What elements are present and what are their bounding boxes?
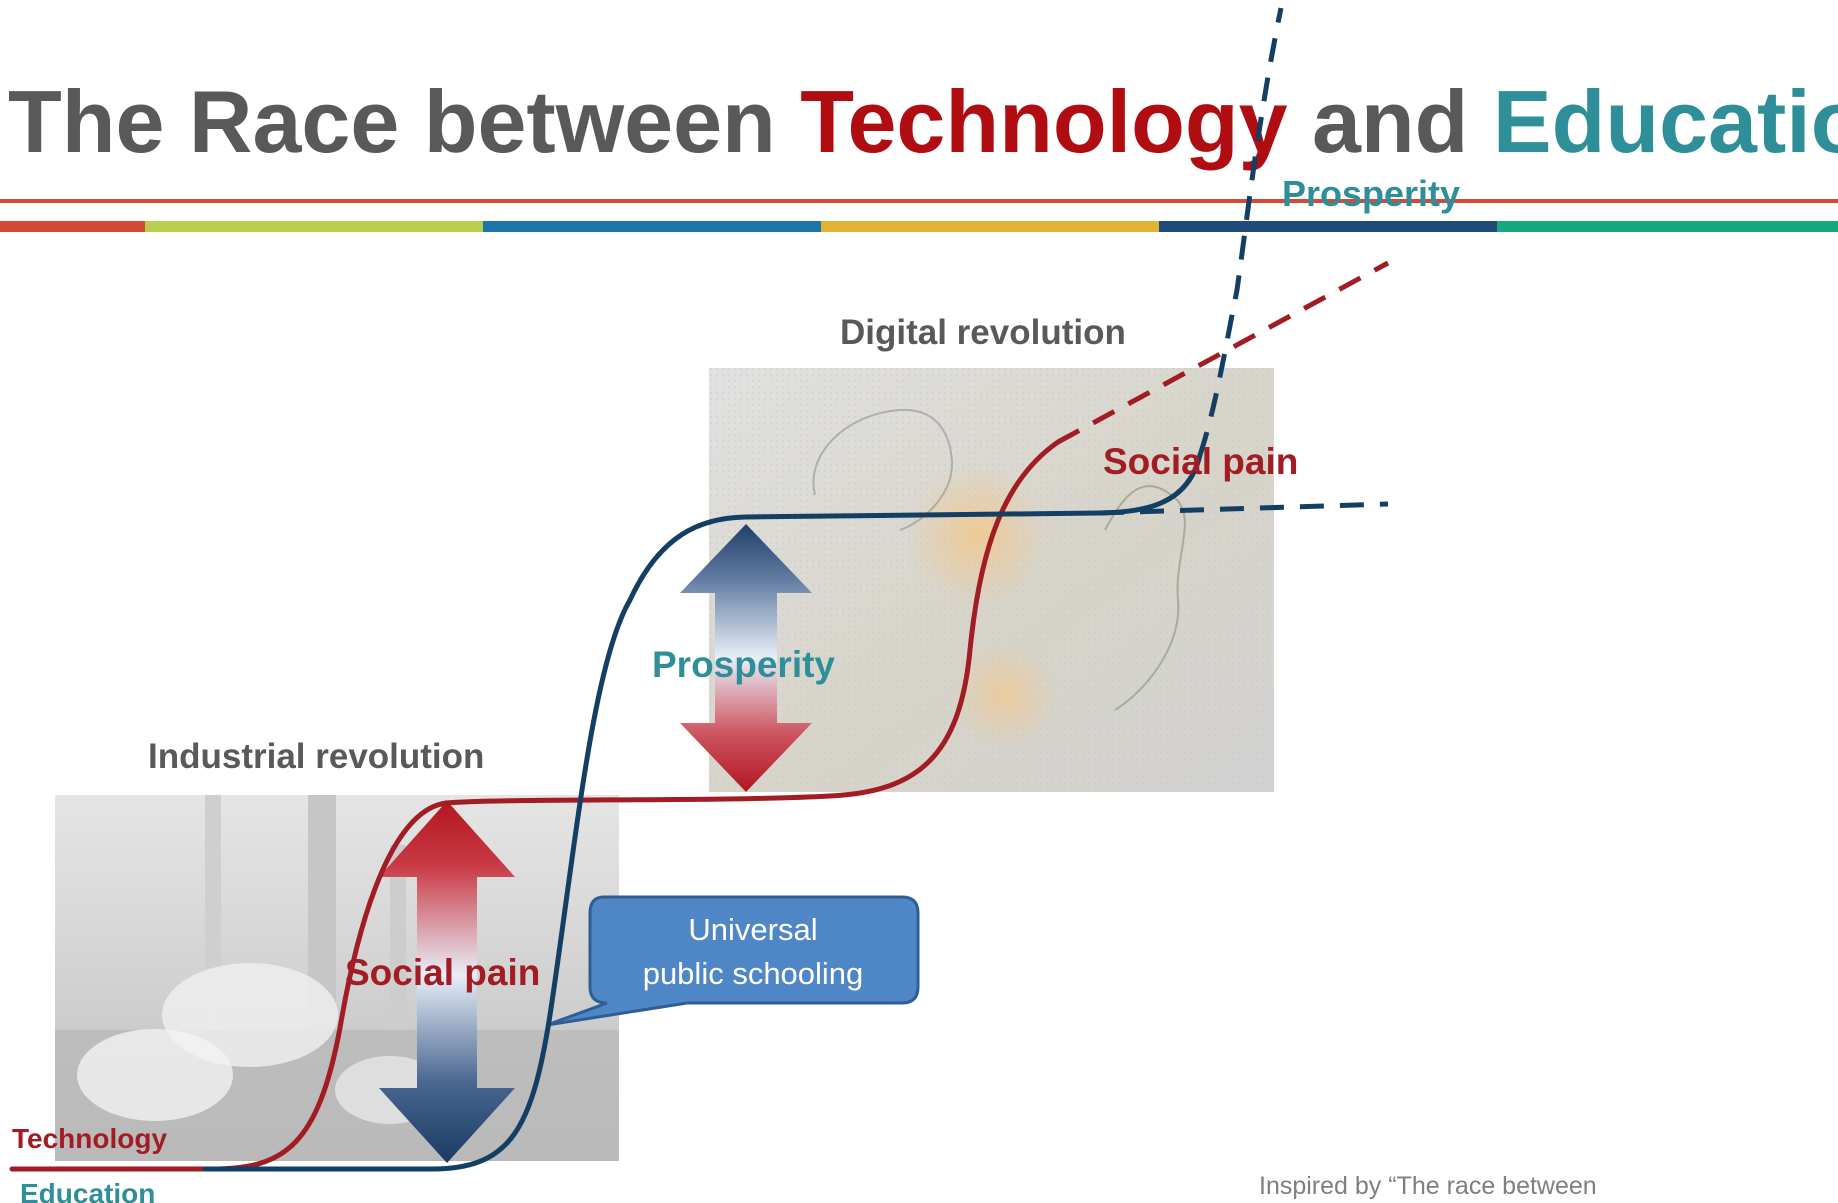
social-pain-double-arrow <box>379 801 515 1163</box>
industrial-revolution-label: Industrial revolution <box>148 737 484 776</box>
stripe-segment-lime <box>145 221 483 232</box>
social-pain-upper-label: Social pain <box>1103 441 1298 482</box>
stripe-segment-green <box>1497 221 1838 232</box>
technology-curve <box>9 439 1061 1172</box>
callout-universal-schooling: Universal public schooling <box>546 895 920 1027</box>
footer-credit: Inspired by “The race between <box>1259 1172 1597 1200</box>
prosperity-top-label: Prosperity <box>1282 173 1460 214</box>
title-part-2: and <box>1288 72 1493 171</box>
education-curve-plateau-projection <box>1099 501 1389 516</box>
head-outline-left <box>812 408 954 531</box>
digital-photo <box>709 368 1274 792</box>
education-curve-growth-projection <box>1197 7 1284 456</box>
digital-revolution-label: Digital revolution <box>840 313 1126 352</box>
stripe-segment-blue <box>483 221 821 232</box>
technology-curve-projection <box>1056 260 1390 445</box>
callout-bubble <box>546 895 920 1027</box>
smokestack <box>390 845 406 1035</box>
stripe-segment-navy <box>1159 221 1497 232</box>
prosperity-middle-label: Prosperity <box>652 644 835 685</box>
stripe-segment-red <box>0 221 145 232</box>
prosperity-double-arrow <box>680 524 812 792</box>
social-pain-lower-label: Social pain <box>345 952 540 993</box>
title-part-1: The Race between <box>8 72 800 171</box>
color-stripe <box>0 221 1838 232</box>
title-technology-word: Technology <box>800 72 1287 171</box>
page-title: The Race between Technology and Educatio… <box>8 72 1838 171</box>
technology-axis-label: Technology <box>12 1123 167 1154</box>
glowing-orb <box>951 641 1059 749</box>
head-outline-right <box>1104 485 1186 711</box>
industrial-photo <box>55 795 619 1161</box>
smoke-cloud <box>77 1029 233 1121</box>
callout-line-1: Universal <box>688 912 817 947</box>
stripe-segment-gold <box>821 221 1159 232</box>
title-education-word: Education <box>1493 72 1838 171</box>
education-axis-label: Education <box>20 1178 155 1203</box>
callout-line-2: public schooling <box>643 956 864 991</box>
